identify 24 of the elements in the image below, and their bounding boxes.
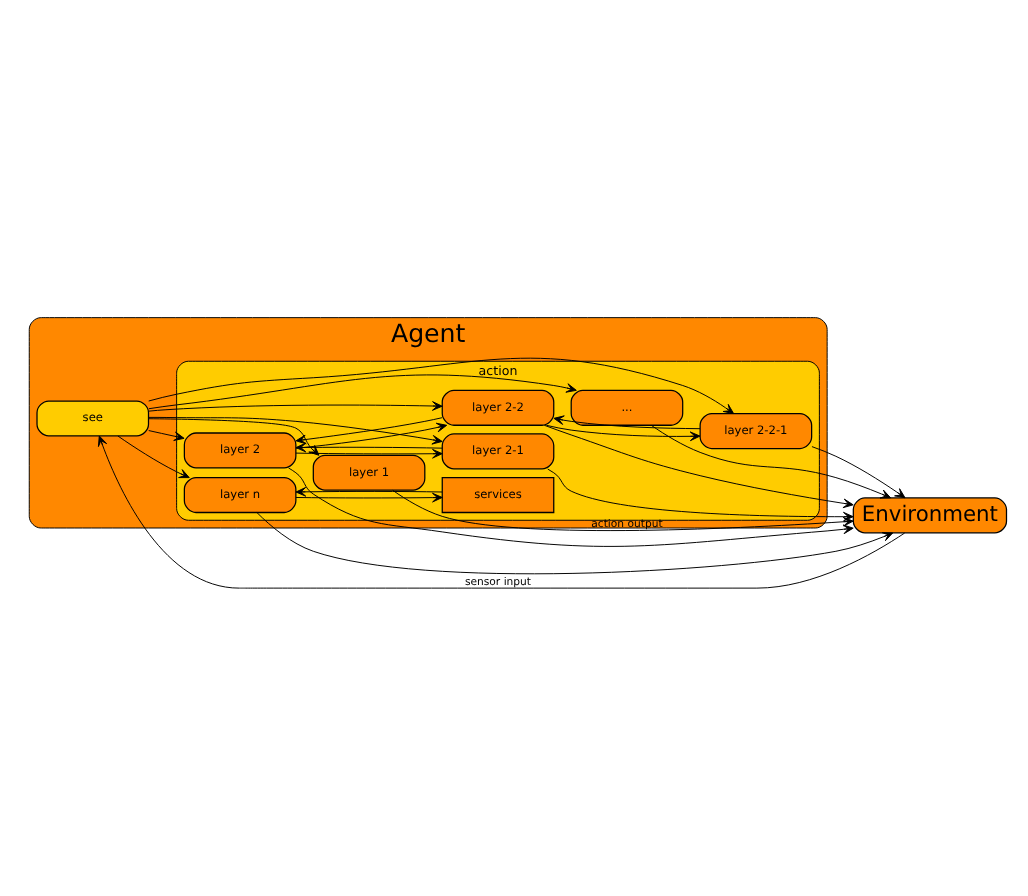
arrow <box>148 415 443 444</box>
arrow <box>148 429 185 440</box>
arrow <box>295 486 443 496</box>
node-box: Environment <box>852 496 1008 533</box>
arrow <box>295 421 448 448</box>
arrow <box>295 447 443 458</box>
arrow <box>295 441 443 452</box>
arrow <box>543 423 854 508</box>
arrow <box>295 491 443 502</box>
arrow <box>148 356 735 414</box>
arrow <box>651 423 892 498</box>
arrow <box>288 466 854 546</box>
arrow <box>547 467 854 521</box>
arrow <box>97 434 906 588</box>
arrow <box>256 511 894 574</box>
arrow <box>553 414 701 429</box>
arrow <box>545 423 701 441</box>
arrow <box>148 417 320 455</box>
arrow <box>117 434 190 478</box>
arrow <box>811 445 906 498</box>
arrow <box>392 488 854 531</box>
arrow <box>148 400 443 411</box>
arrow <box>148 373 577 409</box>
arrow <box>295 416 443 444</box>
